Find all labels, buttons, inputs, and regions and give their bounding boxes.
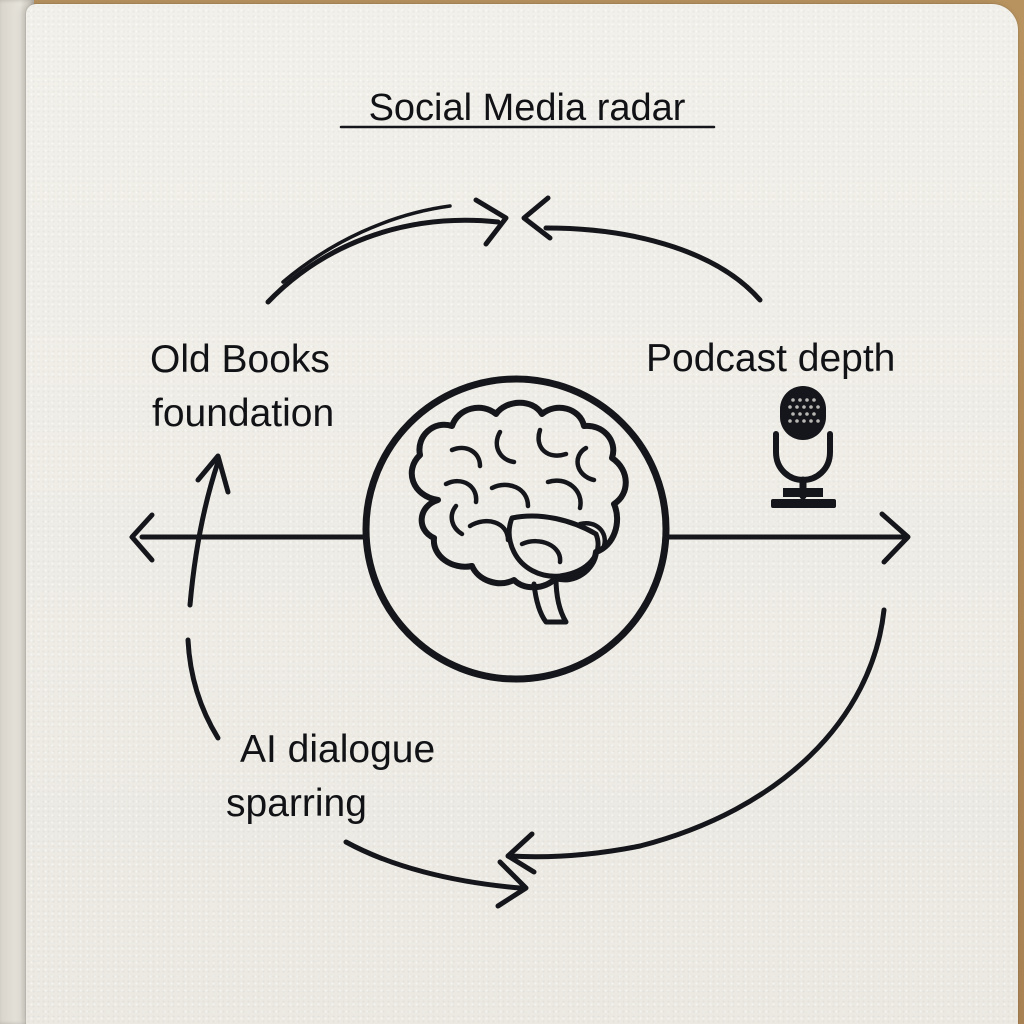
diagram-title: Social Media radar [369,87,686,129]
brain-icon [408,399,629,625]
right-node-label: Podcast depth [646,337,895,380]
microphone-icon [771,386,836,508]
left-rising-arrowhead-icon [195,453,231,495]
top-right-arrowhead-icon [473,197,509,247]
arrow-right-icon [879,511,911,565]
bottom-left-arrowhead-icon [505,831,537,875]
bottom-node-label-line2: sparring [226,782,367,825]
top-left-arc [265,217,501,305]
right-descending-arc [507,607,887,860]
top-left-arrowhead-icon [521,195,553,241]
top-right-arc [543,225,763,303]
left-lower-arc [185,637,221,741]
bottom-left-arc [343,839,523,891]
left-node-label-line2: foundation [152,392,334,435]
arrow-left-icon [129,512,155,563]
left-node-label-line1: Old Books [150,338,330,381]
bottom-node-label-line1: AI dialogue [240,728,435,771]
left-rising-arc [187,459,221,608]
bottom-right-arrowhead-icon [495,859,529,909]
top-left-arc-stroke [281,204,452,284]
center-circle [362,375,670,683]
